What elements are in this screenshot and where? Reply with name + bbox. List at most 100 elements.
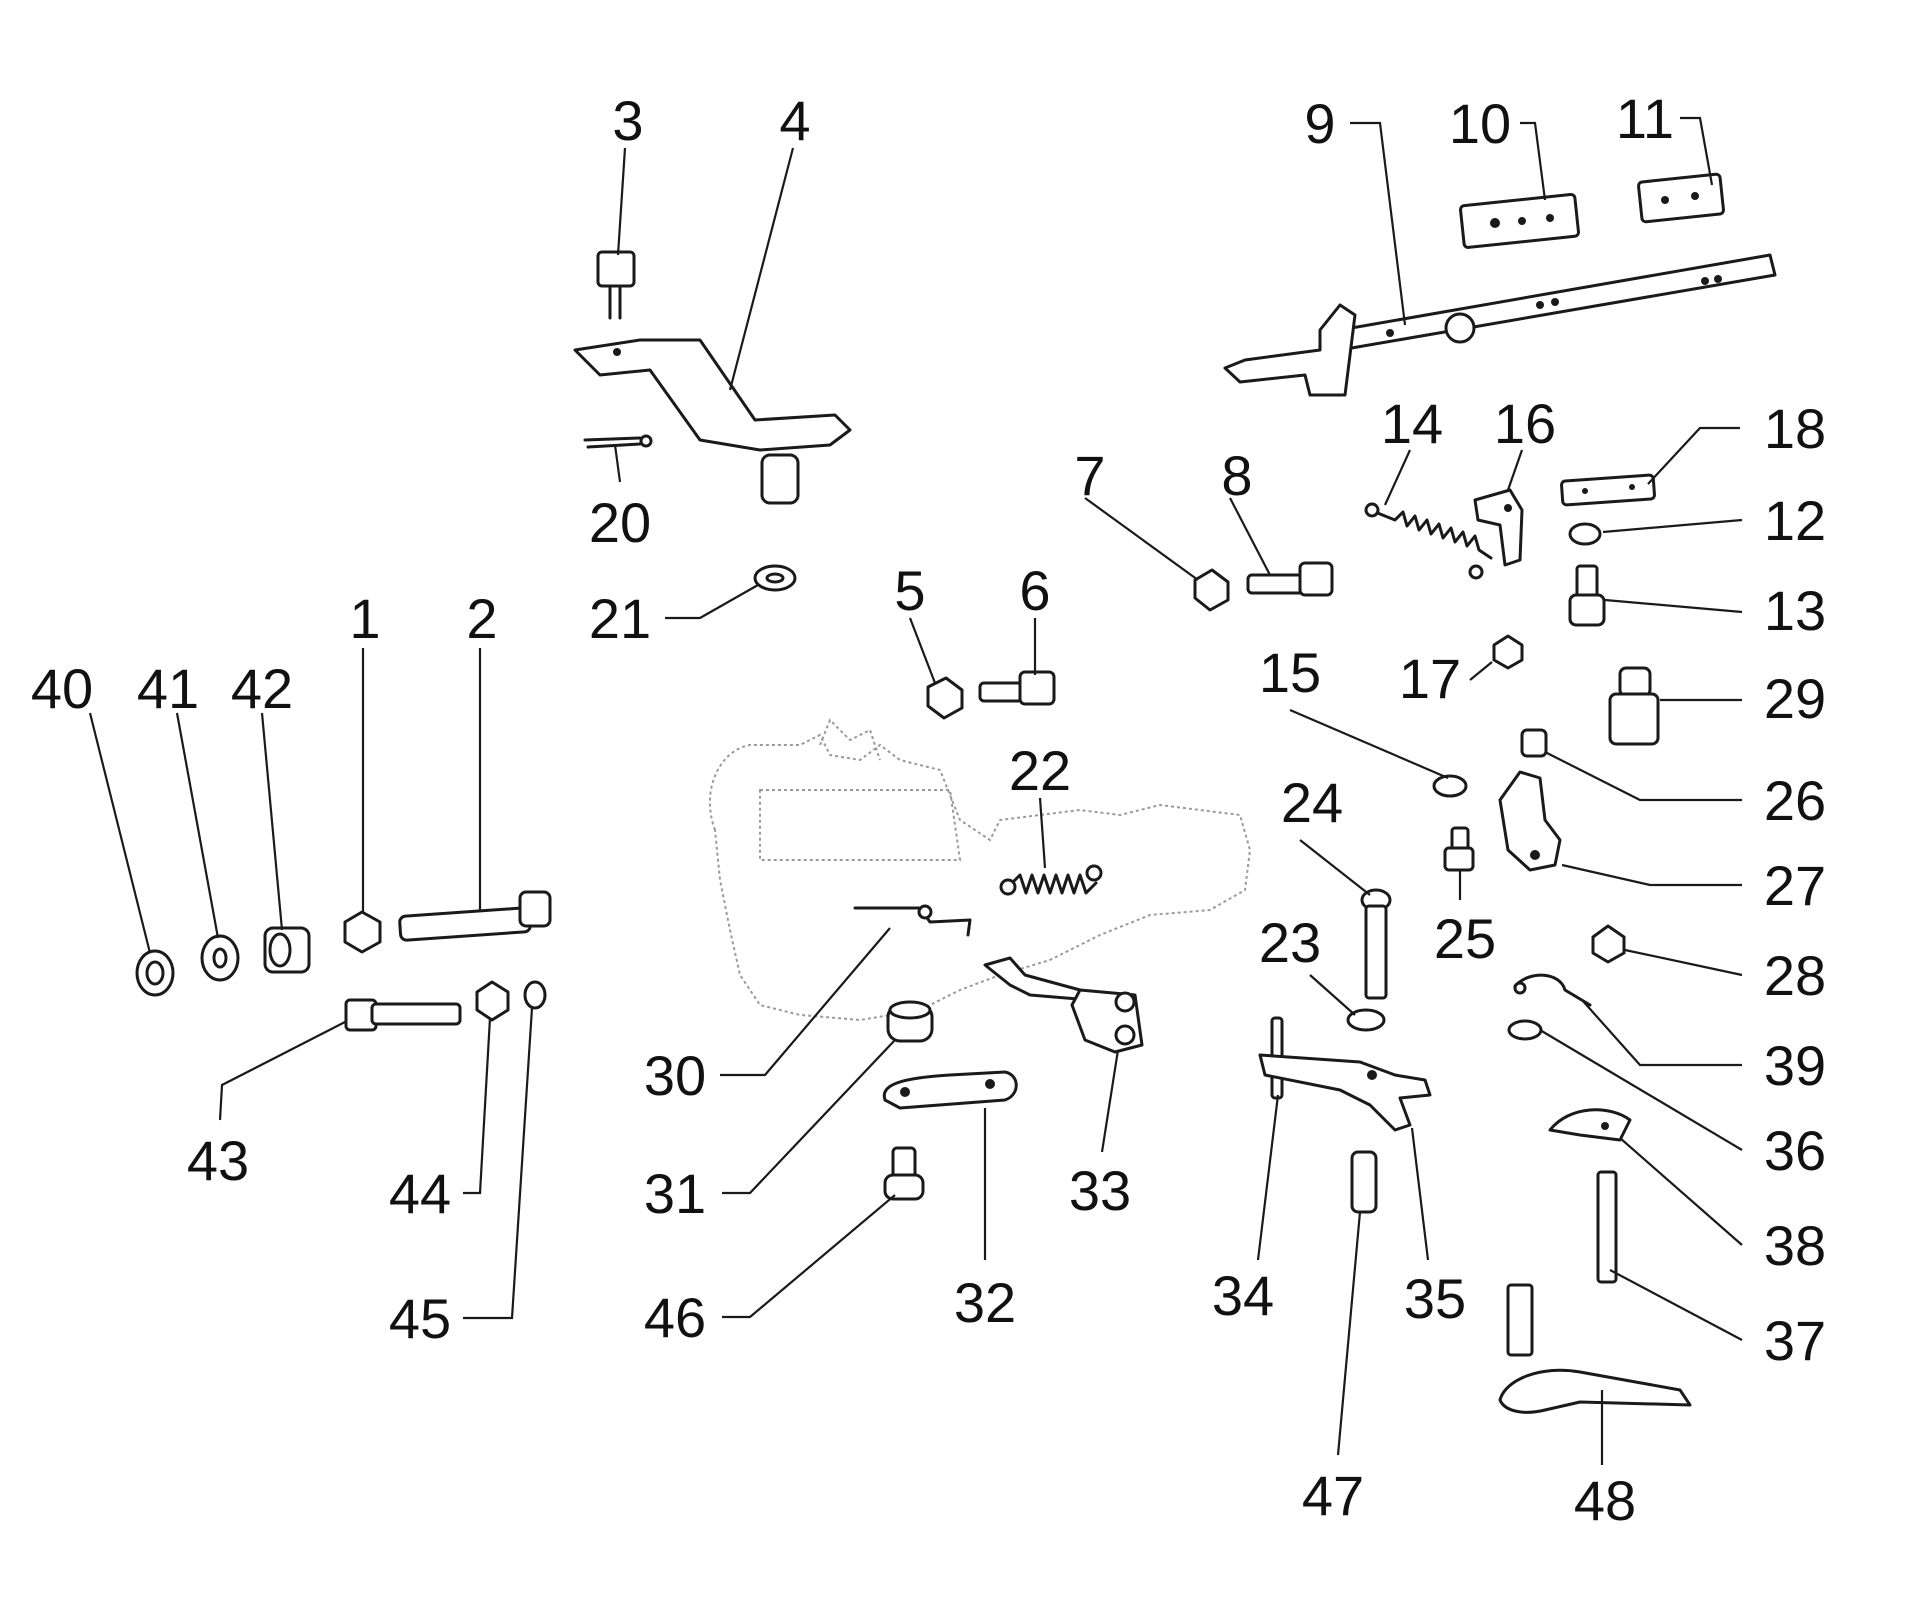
part-38-plate: [1548, 1108, 1632, 1142]
part-34-35-fork: [1258, 1016, 1432, 1132]
callout-20: 20: [589, 491, 651, 554]
part-32-plate: [882, 1070, 1018, 1110]
part-42-bushing: [263, 926, 311, 974]
part-26-screw: [1520, 728, 1548, 758]
leader-46: [722, 1194, 896, 1319]
part-16-lever: [1473, 488, 1524, 567]
leader-10: [1520, 121, 1547, 201]
part-23-washer: [1346, 1008, 1386, 1032]
leader-17: [1469, 661, 1493, 681]
leader-13: [1604, 598, 1743, 614]
part-47-screw: [1350, 1150, 1378, 1214]
leader-40: [88, 712, 152, 954]
callout-25: 25: [1434, 907, 1496, 970]
part-4-bracket: [573, 338, 852, 505]
part-28-nut: [1591, 924, 1626, 964]
part-44-nut: [475, 980, 510, 1022]
callout-23: 23: [1259, 911, 1321, 974]
leader-12: [1602, 518, 1743, 534]
leader-8: [1229, 497, 1271, 576]
part-12-washer: [1568, 522, 1602, 546]
leader-5: [908, 617, 937, 684]
part-25-screw: [1443, 826, 1475, 872]
callout-17: 17: [1399, 647, 1461, 710]
leader-39: [1581, 999, 1742, 1067]
part-7-nut: [1193, 568, 1230, 612]
part-14-spring: [1364, 502, 1493, 580]
callout-14: 14: [1381, 392, 1443, 455]
part-33-arm: [983, 956, 1144, 1054]
callout-24: 24: [1281, 771, 1343, 834]
part-10-plate: [1459, 192, 1580, 249]
leader-37: [1609, 1269, 1743, 1341]
callout-15: 15: [1259, 641, 1321, 704]
part-13-screw: [1568, 564, 1606, 627]
leader-15: [1289, 708, 1449, 780]
callout-38: 38: [1764, 1214, 1826, 1277]
part-11-plate: [1637, 172, 1725, 224]
leader-33: [1100, 1049, 1120, 1153]
callout-29: 29: [1764, 667, 1826, 730]
leader-16: [1506, 449, 1524, 491]
part-43-bolt: [344, 998, 462, 1032]
leader-20: [613, 444, 622, 483]
part-1-nut: [343, 910, 382, 954]
leader-28: [1624, 948, 1743, 977]
callout-26: 26: [1764, 769, 1826, 832]
callout-27: 27: [1764, 854, 1826, 917]
leader-41: [175, 712, 220, 939]
leader-3: [616, 147, 627, 256]
part-17-nut: [1492, 634, 1524, 670]
callout-6: 6: [1019, 559, 1050, 622]
part-2-bolt: [398, 890, 552, 942]
callout-40: 40: [31, 657, 93, 720]
leader-43: [218, 1021, 346, 1121]
callout-48: 48: [1574, 1469, 1636, 1532]
callout-34: 34: [1212, 1264, 1274, 1327]
leader-42: [260, 712, 284, 931]
callout-46: 46: [644, 1286, 706, 1349]
callout-4: 4: [779, 89, 810, 152]
part-37-stud: [1596, 1170, 1618, 1284]
leader-35: [1410, 1127, 1430, 1261]
part-31-bushing: [886, 1000, 934, 1043]
callout-11: 11: [1616, 87, 1674, 150]
leader-14: [1383, 449, 1412, 506]
callout-32: 32: [954, 1271, 1016, 1334]
part-9-rail: [1223, 253, 1777, 397]
callout-42: 42: [231, 657, 293, 720]
leader-26: [1544, 751, 1742, 802]
leader-30: [720, 927, 891, 1077]
pump-housing-sketch: [709, 718, 1252, 1022]
callout-7: 7: [1074, 444, 1105, 507]
leader-lines: [88, 116, 1743, 1465]
callout-8: 8: [1221, 444, 1252, 507]
part-36-ring: [1507, 1019, 1543, 1041]
callout-13: 13: [1764, 579, 1826, 642]
part-45-ring: [523, 980, 547, 1010]
part-8-screw: [1246, 561, 1334, 597]
part-29-plug: [1608, 666, 1660, 746]
part-24-bolt: [1360, 888, 1392, 1000]
leader-24: [1299, 839, 1371, 896]
callout-37: 37: [1764, 1309, 1826, 1372]
part-41-washer: [200, 934, 240, 982]
callout-12: 12: [1764, 489, 1826, 552]
callout-39: 39: [1764, 1034, 1826, 1097]
leader-45: [463, 1007, 534, 1320]
leader-22: [1038, 797, 1047, 869]
part-5-nut: [926, 676, 964, 720]
callout-3: 3: [612, 89, 643, 152]
callout-44: 44: [389, 1162, 451, 1225]
leader-18: [1647, 426, 1740, 485]
callout-28: 28: [1764, 944, 1826, 1007]
callout-9: 9: [1304, 92, 1335, 155]
part-3-pin: [596, 250, 636, 320]
part-48-lever: [1498, 1283, 1692, 1414]
part-39-clip: [1513, 973, 1592, 1007]
part-15-washer: [1432, 774, 1468, 798]
part-6-screw: [978, 670, 1056, 706]
callout-18: 18: [1764, 397, 1826, 460]
leader-23: [1309, 974, 1356, 1016]
